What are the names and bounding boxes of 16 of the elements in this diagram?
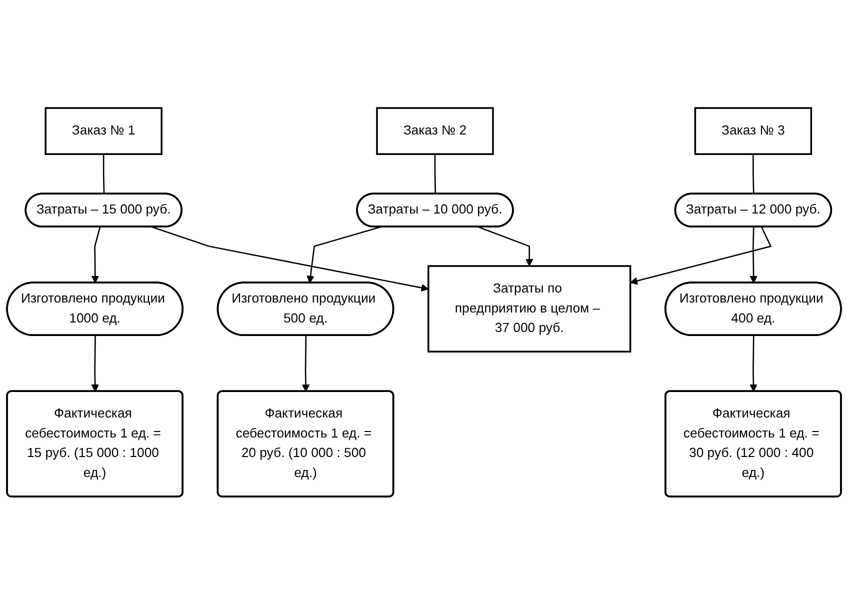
- arrow: [302, 335, 310, 392]
- connector: [434, 154, 436, 194]
- arrow: [750, 335, 758, 392]
- arrow: [478, 226, 534, 266]
- arrow: [750, 226, 758, 284]
- arrow: [91, 226, 101, 284]
- arrow: [91, 335, 99, 392]
- connector: [102, 154, 105, 194]
- arrow: [630, 226, 772, 284]
- node-box: Заказ № 1: [44, 106, 162, 155]
- arrow: [306, 226, 381, 284]
- node-box: Заказ № 3: [694, 106, 812, 155]
- node-box: Затраты по предприятию в целом – 37 000 руб.: [428, 264, 632, 352]
- node-box: Заказ № 2: [376, 106, 494, 155]
- connector: [752, 154, 754, 194]
- arrow: [152, 226, 429, 292]
